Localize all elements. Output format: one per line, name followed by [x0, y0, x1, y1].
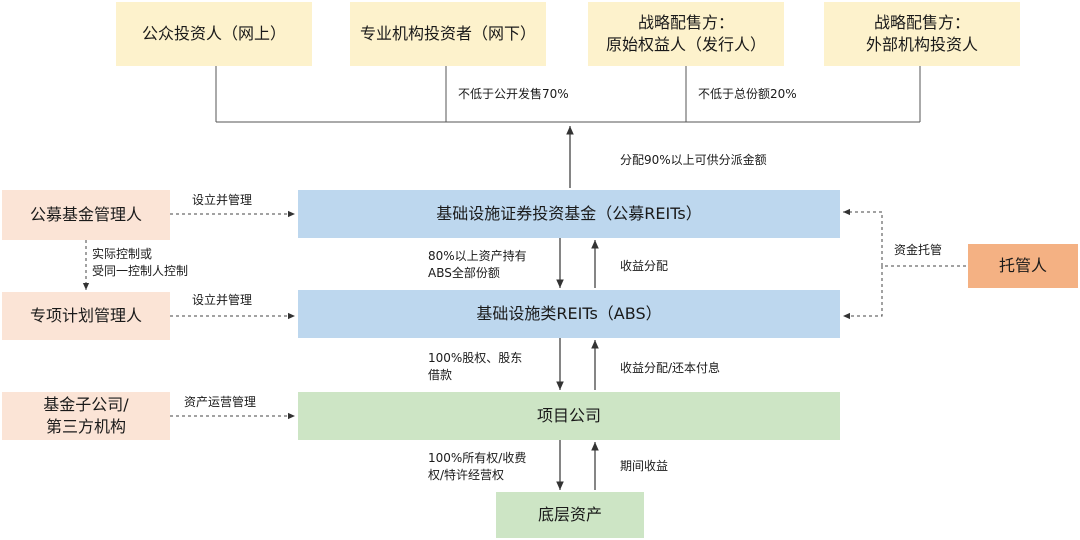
- label-ownership-line2: 权/特许经营权: [428, 468, 505, 483]
- institutional-investor-label: 专业机构投资者（网下）: [359, 24, 536, 44]
- strategic-original-line2: 原始权益人（发行人）: [605, 35, 766, 54]
- label-ownership-100: 100%所有权/收费 权/特许经营权: [428, 450, 526, 485]
- plan-manager-label: 专项计划管理人: [29, 306, 142, 326]
- label-min-total-share: 不低于总份额20%: [698, 87, 797, 101]
- label-hold-80: 80%以上资产持有 ABS全部份额: [428, 248, 527, 283]
- label-hold-80-line1: 80%以上资产持有: [428, 249, 527, 263]
- label-equity-100: 100%股权、股东 借款: [428, 350, 522, 385]
- label-setup-manage-abs: 设立并管理: [192, 293, 253, 307]
- label-fund-custody: 资金托管: [894, 243, 943, 257]
- label-period-income: 期间收益: [620, 459, 669, 473]
- label-income-distribution: 收益分配: [620, 259, 669, 273]
- label-equity-100-line1: 100%股权、股东: [428, 351, 523, 365]
- fund-manager-box: 公募基金管理人: [2, 190, 170, 240]
- public-reits-fund-label: 基础设施证券投资基金（公募REITs）: [436, 204, 702, 224]
- project-company-box: 项目公司: [298, 392, 840, 440]
- reits-abs-box: 基础设施类REITs（ABS）: [298, 290, 840, 338]
- strategic-external-line2: 外部机构投资人: [865, 35, 978, 54]
- label-income-repay: 收益分配/还本付息: [620, 361, 721, 375]
- plan-manager-box: 专项计划管理人: [2, 292, 170, 340]
- strategic-original-box: 战略配售方： 原始权益人（发行人）: [588, 2, 784, 66]
- label-hold-80-line2: ABS全部份额: [428, 266, 500, 281]
- institutional-investor-box: 专业机构投资者（网下）: [350, 2, 546, 66]
- fund-subsidiary-line2: 第三方机构: [45, 417, 126, 436]
- underlying-assets-box: 底层资产: [496, 492, 644, 538]
- label-actual-control-line2: 受同一控制人控制: [92, 264, 189, 279]
- strategic-original-line1: 战略配售方：: [637, 13, 734, 33]
- label-asset-operation-mgmt: 资产运营管理: [184, 395, 257, 409]
- label-setup-manage-fund: 设立并管理: [192, 193, 253, 207]
- strategic-external-box: 战略配售方： 外部机构投资人: [824, 2, 1020, 66]
- label-distribution-90: 分配90%以上可供分派金额: [620, 153, 767, 167]
- label-actual-control: 实际控制或 受同一控制人控制: [92, 246, 188, 281]
- label-ownership-line1: 100%所有权/收费: [428, 451, 527, 465]
- reits-abs-label: 基础设施类REITs（ABS）: [476, 304, 662, 324]
- underlying-assets-label: 底层资产: [537, 505, 602, 525]
- strategic-external-line1: 战略配售方：: [873, 13, 970, 33]
- project-company-label: 项目公司: [536, 406, 601, 426]
- custodian-label: 托管人: [998, 256, 1047, 276]
- fund-manager-label: 公募基金管理人: [29, 205, 142, 225]
- custodian-box: 托管人: [968, 244, 1078, 288]
- fund-subsidiary-line1: 基金子公司/: [43, 395, 129, 415]
- investor-collector-lines: [215, 66, 921, 123]
- public-investor-box: 公众投资人（网上）: [116, 2, 312, 66]
- public-reits-fund-box: 基础设施证券投资基金（公募REITs）: [298, 190, 840, 238]
- label-actual-control-line1: 实际控制或: [92, 247, 153, 261]
- fund-subsidiary-box: 基金子公司/ 第三方机构: [2, 392, 170, 440]
- label-min-public-offering: 不低于公开发售70%: [458, 87, 569, 101]
- public-investor-label: 公众投资人（网上）: [141, 24, 286, 44]
- label-equity-100-line2: 借款: [428, 368, 453, 383]
